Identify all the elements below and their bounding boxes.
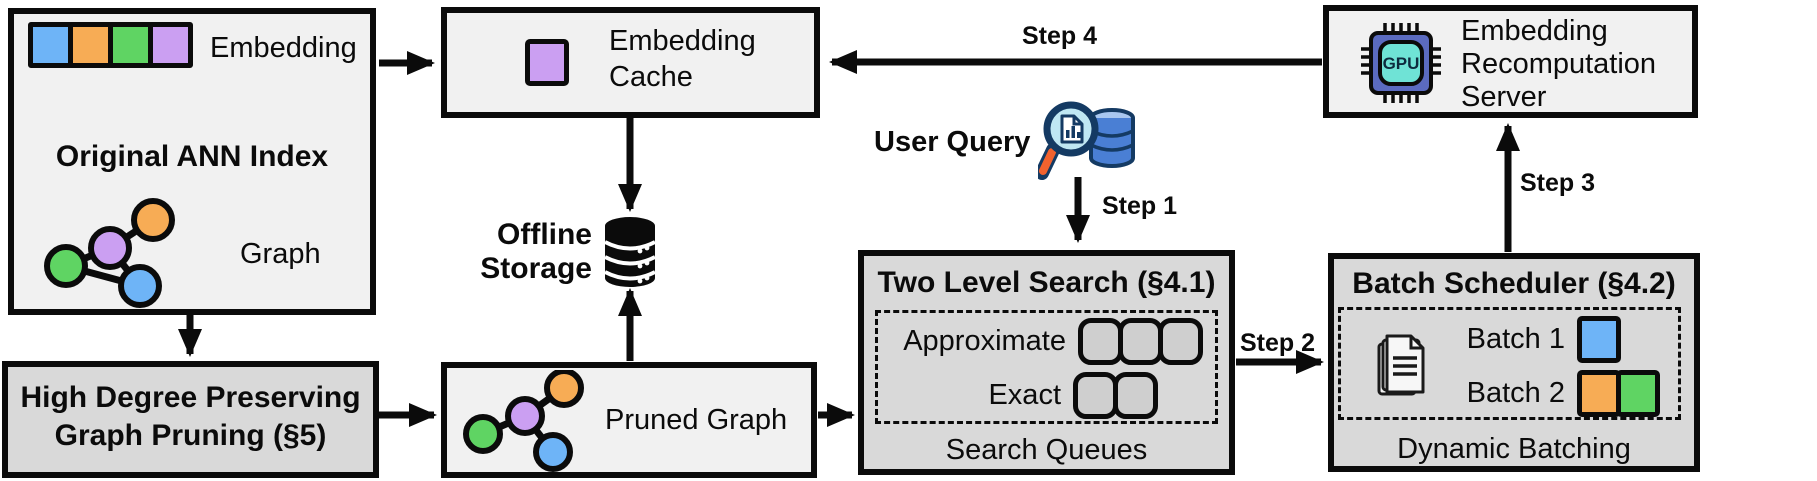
cell (1113, 372, 1158, 419)
graph-label: Graph (240, 238, 321, 270)
search-queues-caption: Search Queues (945, 434, 1148, 466)
documents-stack-icon (1377, 334, 1425, 396)
original-graph-icon (44, 198, 175, 308)
original-ann-index-box: Embedding Original ANN Index Graph (8, 8, 376, 315)
embedding-vector-strip (28, 22, 193, 68)
cache-label-line1: Embedding (609, 25, 756, 57)
pruned-graph-label: Pruned Graph (605, 404, 788, 436)
approximate-label: Approximate (903, 325, 1066, 357)
gpu-label: GPU (1383, 54, 1420, 73)
approximate-queue-cells (1078, 318, 1203, 365)
batch-1-cells (1577, 316, 1660, 363)
dynamic-batching-caption: Dynamic Batching (1397, 433, 1631, 465)
cell (68, 22, 113, 68)
embedding-cache-box: Embedding Cache (441, 7, 820, 118)
pruned-graph-box: Pruned Graph (441, 362, 817, 478)
embedding-label: Embedding (210, 32, 357, 64)
purple-node (88, 226, 132, 270)
pruned-graph-icon (463, 370, 584, 472)
database-cylinder-icon (604, 217, 656, 287)
cached-embedding-cell (525, 39, 569, 86)
purple-node (505, 396, 545, 436)
green-node (463, 414, 503, 454)
exact-label: Exact (988, 379, 1061, 411)
step-3-label: Step 3 (1520, 169, 1596, 197)
cell (148, 22, 193, 68)
cell (1073, 372, 1118, 419)
cell (108, 22, 153, 68)
server-label-line2: Recomputation (1461, 48, 1657, 80)
step-1-label: Step 1 (1102, 192, 1178, 220)
batch-rows: Batch 1 Batch 2 (1467, 316, 1660, 417)
server-label-line3: Server (1461, 81, 1547, 113)
cell (1616, 370, 1660, 417)
cell (1118, 318, 1163, 365)
search-queues-region: Approximate Exact (875, 310, 1218, 424)
step-4-label: Step 4 (1022, 22, 1098, 50)
cache-label-line2: Cache (609, 61, 693, 93)
pruning-title-line2: Graph Pruning (§5) (54, 419, 327, 452)
cell (525, 39, 569, 86)
graph-pruning-box: High Degree Preserving Graph Pruning (§5… (2, 361, 379, 478)
server-label-line1: Embedding (1461, 15, 1608, 47)
user-query-label: User Query (874, 126, 1031, 158)
gpu-chip-icon: GPU (1361, 23, 1441, 103)
cell (1158, 318, 1203, 365)
ann-index-title: Original ANN Index (55, 140, 329, 173)
exact-row: Exact (878, 372, 1158, 419)
exact-queue-cells (1073, 372, 1158, 419)
two-level-search-box: Two Level Search (§4.1) Approximate Exac… (858, 250, 1235, 475)
two-level-search-title: Two Level Search (§4.1) (877, 266, 1216, 299)
batch-2-cells (1577, 370, 1660, 417)
green-node (44, 244, 88, 288)
cell (1577, 316, 1621, 363)
offline-storage-label: Offline Storage (480, 218, 592, 285)
blue-node (533, 432, 573, 472)
cell (28, 22, 73, 68)
magnifier-over-database-icon (1038, 101, 1135, 180)
approximate-row: Approximate (878, 318, 1203, 365)
pruning-title-line1: High Degree Preserving (20, 381, 361, 414)
batch-2-label: Batch 2 (1466, 377, 1565, 409)
orange-node (544, 370, 584, 408)
batch-1-label: Batch 1 (1466, 323, 1565, 355)
cell (1078, 318, 1123, 365)
embedding-recomputation-server-box: GPU Embedding Recomputation Server (1323, 5, 1698, 118)
batch-scheduler-box: Batch Scheduler (§4.2) Batch 1 Batch 2 D… (1328, 253, 1700, 472)
batch-scheduler-title: Batch Scheduler (§4.2) (1352, 267, 1676, 300)
step-2-label: Step 2 (1240, 329, 1316, 357)
blue-node (118, 264, 162, 308)
cell (1577, 370, 1621, 417)
dynamic-batching-region: Batch 1 Batch 2 (1338, 307, 1681, 420)
orange-node (131, 198, 175, 242)
